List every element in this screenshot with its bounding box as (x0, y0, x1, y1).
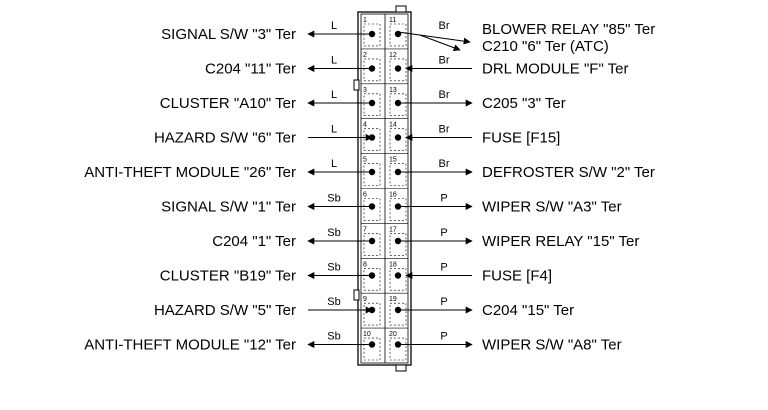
pin-number-left: 1 (363, 17, 367, 24)
terminal-label-right: FUSE [F15] (482, 130, 560, 147)
terminal-label-left: CLUSTER "B19" Ter (160, 268, 296, 285)
pin-number-right: 18 (389, 261, 397, 268)
pin-number-right: 14 (389, 122, 397, 129)
terminal-label-right: BLOWER RELAY "85" Ter (482, 21, 655, 38)
wire-color-right: Br (439, 158, 450, 170)
cavity-right (389, 58, 407, 82)
wire-color-right: P (440, 227, 447, 239)
cavity-right (389, 198, 407, 221)
pin-number-left: 8 (363, 261, 367, 268)
wire-color-right: P (440, 296, 447, 308)
wire-color-right: P (440, 193, 447, 205)
wire-color-left: L (331, 124, 337, 136)
cavity-right (389, 93, 407, 117)
terminal-dot-right (394, 134, 402, 141)
cavity-right (389, 233, 407, 256)
wire-color-left: Sb (327, 193, 340, 205)
pin-number-right: 11 (389, 17, 396, 24)
wire-right-11 (397, 31, 471, 45)
cavity-left (363, 267, 381, 291)
terminal-label-left: SIGNAL S/W "3" Ter (161, 26, 296, 43)
cavity-right (389, 128, 407, 151)
cavity-right (389, 163, 407, 186)
terminal-label-right: WIPER S/W "A8" Ter (482, 337, 622, 354)
pin-number-left: 4 (363, 122, 367, 129)
terminal-label-left: SIGNAL S/W "1" Ter (161, 199, 296, 216)
cavity-left (363, 93, 381, 117)
cavity-right (389, 23, 407, 47)
pin-number-right: 15 (389, 157, 397, 164)
terminal-label-left: C204 "11" Ter (205, 61, 296, 78)
wire-right-branch (419, 34, 461, 52)
pin-number-left: 3 (363, 87, 367, 94)
terminal-label-left: C204 "1" Ter (212, 233, 296, 250)
cavity-right (389, 267, 407, 291)
cavity-left (363, 58, 381, 82)
terminal-label-right: C205 "3" Ter (482, 95, 566, 112)
terminal-label-right: WIPER RELAY "15" Ter (482, 233, 639, 250)
terminal-dot-right (394, 272, 402, 279)
pin-number-left: 7 (363, 226, 367, 233)
wire-color-right: P (440, 331, 447, 343)
terminal-label-left: ANTI-THEFT MODULE "26" Ter (84, 164, 296, 181)
pin-number-right: 16 (389, 192, 397, 199)
pin-number-right: 12 (389, 52, 397, 59)
terminal-label-right: DEFROSTER S/W "2" Ter (482, 164, 655, 181)
pin-number-left: 9 (363, 296, 367, 303)
wire-color-right: Br (439, 55, 450, 67)
terminal-label-right: C204 "15" Ter (482, 302, 574, 319)
terminal-label-right: WIPER S/W "A3" Ter (482, 199, 622, 216)
cavity-left (363, 233, 381, 256)
pin-number-right: 13 (389, 87, 397, 94)
pin-number-left: 10 (363, 331, 371, 338)
cavity-left (363, 23, 381, 47)
cavity-left (363, 163, 381, 186)
cavity-right (389, 337, 407, 361)
terminal-label-right-secondary: C210 "6" Ter (ATC) (482, 38, 609, 55)
cavity-right (389, 302, 407, 326)
wire-color-left: L (331, 158, 337, 170)
wires (307, 30, 473, 348)
terminal-label-left: HAZARD S/W "5" Ter (154, 302, 296, 319)
wire-color-right: P (440, 262, 447, 274)
pin-number-right: 20 (389, 331, 397, 338)
cavity-left (363, 128, 381, 151)
pin-number-right: 19 (389, 296, 397, 303)
pin-number-left: 2 (363, 52, 367, 59)
terminal-label-left: HAZARD S/W "6" Ter (154, 130, 296, 147)
pin-number-left: 5 (363, 157, 367, 164)
wire-color-left: Sb (327, 227, 340, 239)
wire-color-left: Sb (327, 331, 340, 343)
pin-number-right: 17 (389, 226, 397, 233)
terminal-label-right: FUSE [F4] (482, 268, 552, 285)
wire-color-left: L (331, 89, 337, 101)
cavity-left (363, 198, 381, 221)
cavity-left (363, 302, 381, 326)
terminal-label-left: CLUSTER "A10" Ter (160, 95, 296, 112)
wire-color-right: Br (439, 20, 450, 32)
terminal-label-right: DRL MODULE "F" Ter (482, 61, 629, 78)
wire-color-left: Sb (327, 262, 340, 274)
terminal-dot-right (394, 65, 402, 72)
wire-color-right: Br (439, 89, 450, 101)
pin-number-left: 6 (363, 192, 367, 199)
wire-color-left: Sb (327, 296, 340, 308)
terminal-label-left: ANTI-THEFT MODULE "12" Ter (84, 337, 296, 354)
wire-color-left: L (331, 55, 337, 67)
wire-color-right: Br (439, 124, 450, 136)
wire-color-left: L (331, 20, 337, 32)
cavity-left (363, 337, 381, 361)
